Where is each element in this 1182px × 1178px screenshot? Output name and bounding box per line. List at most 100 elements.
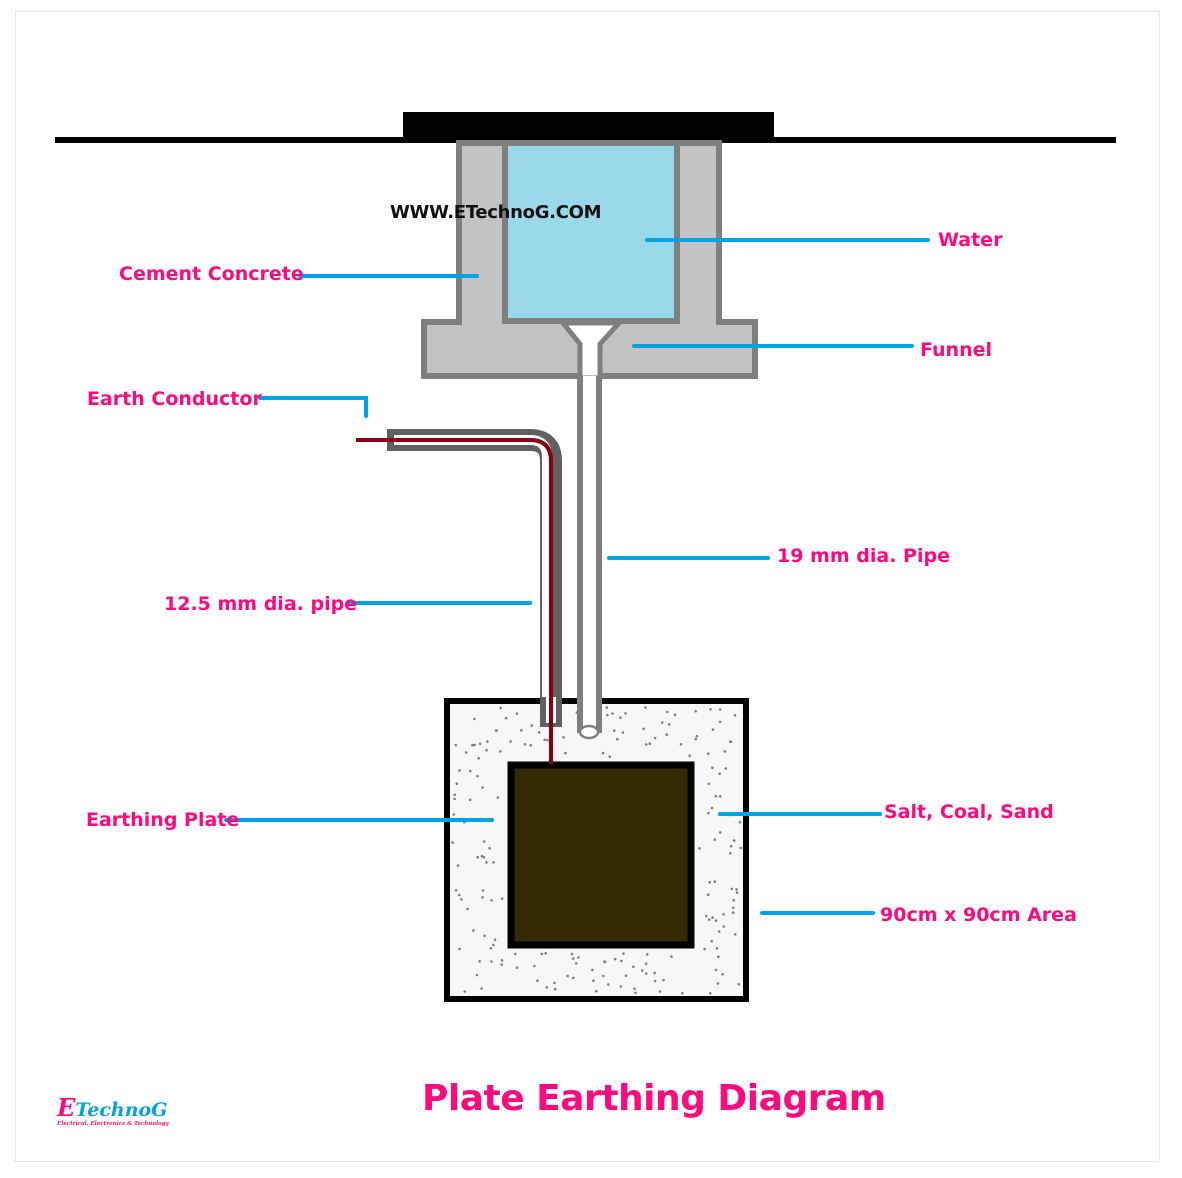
particle xyxy=(644,743,648,746)
particle xyxy=(468,798,472,802)
particle xyxy=(662,978,665,982)
leader-lines xyxy=(224,238,930,915)
particle xyxy=(717,955,720,959)
particle xyxy=(731,906,735,910)
etechnog-logo: ETechnoG Electrical, Electronics & Techn… xyxy=(57,1096,169,1128)
particle xyxy=(735,891,739,894)
particle xyxy=(734,933,737,936)
particle xyxy=(481,786,484,789)
particle xyxy=(492,943,495,947)
particle xyxy=(608,755,612,758)
particle xyxy=(504,716,508,720)
particle xyxy=(499,706,503,710)
label-salt-coal-sand: Salt, Coal, Sand xyxy=(884,801,1054,823)
particle xyxy=(536,979,539,983)
particle xyxy=(453,797,456,801)
particle xyxy=(724,767,728,770)
particle xyxy=(543,738,546,742)
particle xyxy=(710,806,714,810)
label-cement-concrete: Cement Concrete xyxy=(119,263,304,285)
particle xyxy=(648,742,652,745)
particle xyxy=(601,751,605,755)
particle xyxy=(714,919,718,922)
particle xyxy=(603,960,607,964)
particle xyxy=(739,846,742,850)
particle xyxy=(731,911,735,914)
particle xyxy=(481,889,485,892)
label-pipe-12-5mm: 12.5 mm dia. pipe xyxy=(164,593,358,615)
pipe-19mm-outlet xyxy=(578,724,600,740)
particle xyxy=(478,742,482,745)
particle xyxy=(455,782,459,785)
logo-wordmark: ETechnoG xyxy=(57,1096,169,1121)
particle xyxy=(488,846,491,850)
particle xyxy=(707,782,711,786)
leader-earth-conductor xyxy=(258,396,368,418)
particle xyxy=(520,729,523,732)
particle xyxy=(728,740,732,743)
particle xyxy=(613,729,616,732)
pipe-12-5mm xyxy=(389,429,562,727)
particle xyxy=(553,987,557,991)
particle xyxy=(530,724,534,727)
particle xyxy=(529,744,533,747)
particle xyxy=(494,729,498,732)
particle xyxy=(451,841,454,844)
particle xyxy=(666,710,669,714)
particle xyxy=(624,974,628,977)
particle xyxy=(490,960,493,963)
pipe-19mm-bottom-bore xyxy=(583,697,596,731)
particle xyxy=(553,981,556,985)
particle xyxy=(509,740,512,743)
particle xyxy=(622,952,625,955)
particle xyxy=(607,983,610,986)
particle xyxy=(500,959,504,962)
particle xyxy=(546,738,549,742)
particle xyxy=(562,736,565,739)
particle xyxy=(681,991,684,995)
pipe-19mm-bottom-right xyxy=(596,697,602,733)
particle xyxy=(476,855,480,859)
particle xyxy=(644,706,647,709)
particle xyxy=(711,728,715,731)
earth-conductor-wire xyxy=(356,438,553,764)
particle xyxy=(540,952,544,956)
particle xyxy=(717,930,721,933)
particle xyxy=(458,893,461,897)
particle xyxy=(711,766,714,769)
particle xyxy=(454,889,458,892)
particle xyxy=(718,772,721,775)
particle xyxy=(729,844,733,848)
particle xyxy=(619,716,622,719)
particle xyxy=(566,974,569,978)
particle xyxy=(695,734,699,738)
cover-slab xyxy=(403,112,774,139)
logo-initial: E xyxy=(57,1093,76,1122)
particle xyxy=(480,987,483,990)
diagram-frame xyxy=(15,11,1160,1162)
particle xyxy=(732,898,735,902)
particle xyxy=(707,811,710,815)
label-earthing-plate: Earthing Plate xyxy=(86,809,240,831)
particle xyxy=(670,955,673,958)
label-area: 90cm x 90cm Area xyxy=(880,904,1077,926)
particle xyxy=(477,757,480,760)
particle xyxy=(660,721,664,724)
pipe-19mm-bottom-left xyxy=(577,697,583,733)
particle xyxy=(481,896,484,899)
particle xyxy=(730,887,734,891)
particle xyxy=(613,957,617,961)
particle xyxy=(544,951,547,955)
particle xyxy=(709,992,712,995)
particle xyxy=(515,966,519,969)
particle xyxy=(732,839,736,842)
particle xyxy=(653,971,656,975)
particle xyxy=(707,752,710,755)
particle xyxy=(460,898,463,901)
particle xyxy=(606,713,609,717)
water xyxy=(502,140,680,324)
particle xyxy=(490,899,493,902)
particle xyxy=(605,706,609,709)
label-pipe-19mm: 19 mm dia. Pipe xyxy=(777,545,950,567)
particle xyxy=(485,748,488,752)
